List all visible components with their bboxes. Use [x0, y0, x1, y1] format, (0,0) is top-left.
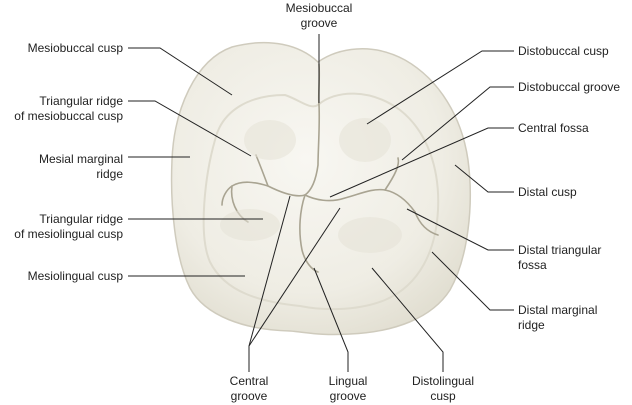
- label-mesiolingual-cusp: Mesiolingual cusp: [0, 269, 123, 284]
- leader-lines: [128, 34, 514, 372]
- label-line: groove: [329, 389, 367, 403]
- label-triangular-ridge-mesiobuccal: Triangular ridge of mesiobuccal cusp: [0, 94, 123, 124]
- label-line: Central fossa: [518, 121, 589, 135]
- label-lingual-groove: Lingual groove: [318, 374, 378, 404]
- label-distolingual-cusp: Distolingual cusp: [403, 374, 483, 404]
- label-line: Mesiobuccal: [285, 1, 353, 15]
- label-line: ridge: [518, 318, 545, 332]
- label-line: of mesiobuccal cusp: [14, 109, 123, 123]
- label-line: Central: [229, 374, 269, 388]
- label-line: Triangular ridge: [39, 94, 123, 108]
- label-line: groove: [230, 389, 268, 403]
- tooth-crown: [170, 41, 471, 336]
- label-line: Lingual: [328, 374, 368, 388]
- ridge-shading: [220, 118, 402, 253]
- label-line: ridge: [96, 167, 123, 181]
- label-mesiobuccal-groove: Mesiobuccal groove: [283, 1, 355, 31]
- label-line: Distobuccal groove: [518, 80, 621, 94]
- label-distal-marginal-ridge: Distal marginal ridge: [518, 303, 597, 333]
- label-line: Triangular ridge: [39, 212, 123, 226]
- label-line: fossa: [518, 258, 547, 272]
- label-line: Distobuccal cusp: [518, 44, 609, 58]
- label-line: Mesiolingual cusp: [27, 269, 123, 283]
- label-line: Mesiobuccal cusp: [27, 41, 123, 55]
- label-line: cusp: [430, 389, 456, 403]
- label-line: Distal triangular: [518, 243, 602, 257]
- label-mesiobuccal-cusp: Mesiobuccal cusp: [0, 41, 123, 56]
- label-distal-cusp: Distal cusp: [518, 185, 577, 200]
- occlusal-table-outline: [202, 92, 440, 311]
- label-distal-triangular-fossa: Distal triangular fossa: [518, 243, 601, 273]
- label-distobuccal-groove: Distobuccal groove: [518, 80, 620, 95]
- label-central-fossa: Central fossa: [518, 121, 589, 136]
- label-line: of mesiolingual cusp: [14, 227, 123, 241]
- label-line: Distolingual: [411, 374, 475, 388]
- label-central-groove: Central groove: [219, 374, 279, 404]
- label-distobuccal-cusp: Distobuccal cusp: [518, 44, 609, 59]
- label-triangular-ridge-mesiolingual: Triangular ridge of mesiolingual cusp: [0, 212, 123, 242]
- label-line: Mesial marginal: [38, 152, 123, 166]
- label-line: Distal cusp: [518, 185, 577, 199]
- label-mesial-marginal-ridge: Mesial marginal ridge: [0, 152, 123, 182]
- label-line: groove: [300, 16, 338, 30]
- groove-lines: [221, 63, 439, 273]
- label-line: Distal marginal: [518, 303, 598, 317]
